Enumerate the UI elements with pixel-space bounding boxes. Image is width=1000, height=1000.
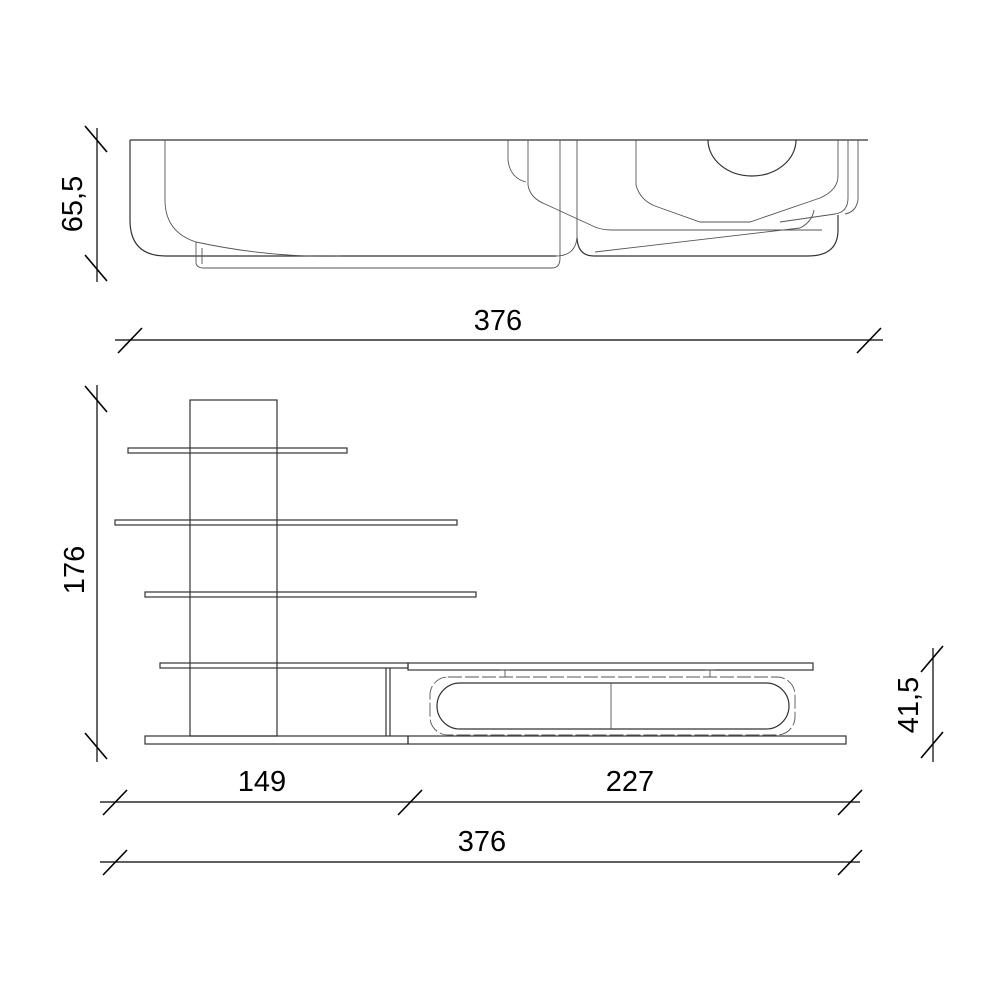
top-view-plan xyxy=(129,139,868,269)
tv-unit xyxy=(407,662,847,745)
top-width-label: 376 xyxy=(474,305,522,337)
tv-unit-height-label: 41,5 xyxy=(893,677,925,733)
dimension-partial-widths: 149 227 xyxy=(100,766,863,816)
dimension-total-width: 376 xyxy=(100,826,863,876)
bookcase-width-label: 149 xyxy=(238,766,286,798)
dimension-top-width: 376 xyxy=(115,305,883,354)
top-depth-label: 65,5 xyxy=(57,176,89,232)
tv-unit-width-label: 227 xyxy=(606,766,654,798)
bookcase xyxy=(114,399,477,745)
dimension-tv-unit-height: 41,5 xyxy=(893,645,944,762)
height-label: 176 xyxy=(59,546,91,594)
total-width-label: 376 xyxy=(458,826,506,858)
dimension-top-depth: 65,5 xyxy=(57,125,108,282)
front-view-elevation xyxy=(114,399,847,745)
dimension-height: 176 xyxy=(59,385,108,762)
